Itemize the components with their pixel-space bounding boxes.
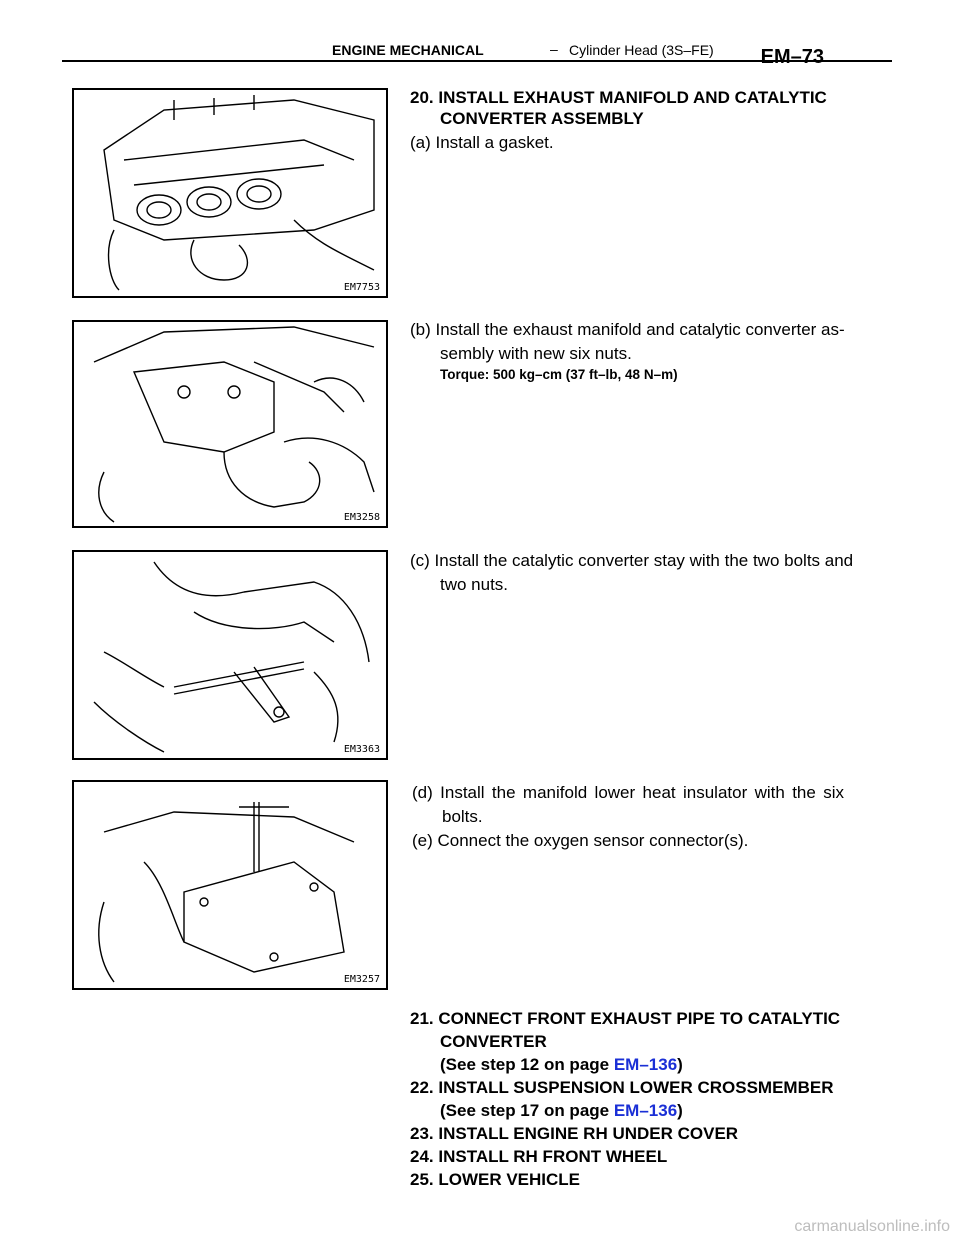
step-21-line2: CONVERTER [440, 1032, 547, 1051]
step-22: 22. INSTALL SUSPENSION LOWER CROSSMEMBER [410, 1078, 834, 1097]
ref-prefix: (See step 12 on page [440, 1055, 614, 1074]
header-dash: – [550, 41, 558, 57]
watermark: carmanualsonline.info [794, 1218, 950, 1235]
figure-code: EM3258 [341, 512, 382, 523]
figure-code: EM7753 [341, 282, 382, 293]
step-23: 23. INSTALL ENGINE RH UNDER COVER [410, 1124, 739, 1143]
step-20a: (a) Install a gasket. [410, 133, 554, 152]
step-20c-line2: two nuts. [440, 575, 509, 594]
page-number: EM–73 [760, 46, 824, 68]
figure-exhaust-gasket: EM7753 [72, 88, 388, 298]
step-21-line1: 21. CONNECT FRONT EXHAUST PIPE TO CATALY… [410, 1009, 841, 1028]
step-21-reference: (See step 12 on page EM–136) [410, 1053, 683, 1077]
ref-suffix: ) [677, 1101, 683, 1120]
figure-heat-insulator: EM3257 [72, 780, 388, 990]
figure-converter-stay: EM3363 [72, 550, 388, 760]
figure-code: EM3363 [341, 744, 382, 755]
page-link-em136[interactable]: EM–136 [613, 1101, 678, 1120]
heat-insulator-illustration [98, 802, 355, 983]
page-link-em136[interactable]: EM–136 [613, 1055, 678, 1074]
header-rule [62, 60, 892, 62]
step-20c-line1: (c) Install the catalytic converter stay… [410, 551, 854, 570]
step-20b-line1: (b) Install the exhaust manifold and cat… [410, 320, 845, 339]
step-20-title-line2: CONVERTER ASSEMBLY [440, 109, 644, 128]
figure-code: EM3257 [341, 974, 382, 985]
step-25: 25. LOWER VEHICLE [410, 1170, 581, 1189]
ref-prefix: (See step 17 on page [440, 1101, 614, 1120]
section-title: ENGINE MECHANICAL [332, 42, 484, 58]
converter-stay-illustration [93, 561, 370, 753]
exhaust-gasket-illustration [103, 95, 375, 291]
step-22-reference: (See step 17 on page EM–136) [410, 1099, 683, 1123]
manifold-install-illustration [93, 326, 375, 523]
step-24: 24. INSTALL RH FRONT WHEEL [410, 1147, 668, 1166]
step-20b-line2: sembly with new six nuts. [440, 344, 632, 363]
ref-suffix: ) [677, 1055, 683, 1074]
step-20d-line1: (d) Install the manifold lower heat insu… [412, 783, 844, 802]
step-20e: (e) Connect the oxygen sensor connector(… [412, 831, 749, 850]
figure-manifold-install: EM3258 [72, 320, 388, 528]
step-20-title-line1: 20. INSTALL EXHAUST MANIFOLD AND CATALYT… [410, 88, 827, 107]
torque-spec: Torque: 500 kg–cm (37 ft–lb, 48 N–m) [440, 367, 678, 382]
page-header: ENGINE MECHANICAL – Cylinder Head (3S–FE… [62, 22, 892, 68]
subsection-title: Cylinder Head (3S–FE) [569, 42, 714, 58]
step-20d-line2: bolts. [442, 807, 483, 826]
